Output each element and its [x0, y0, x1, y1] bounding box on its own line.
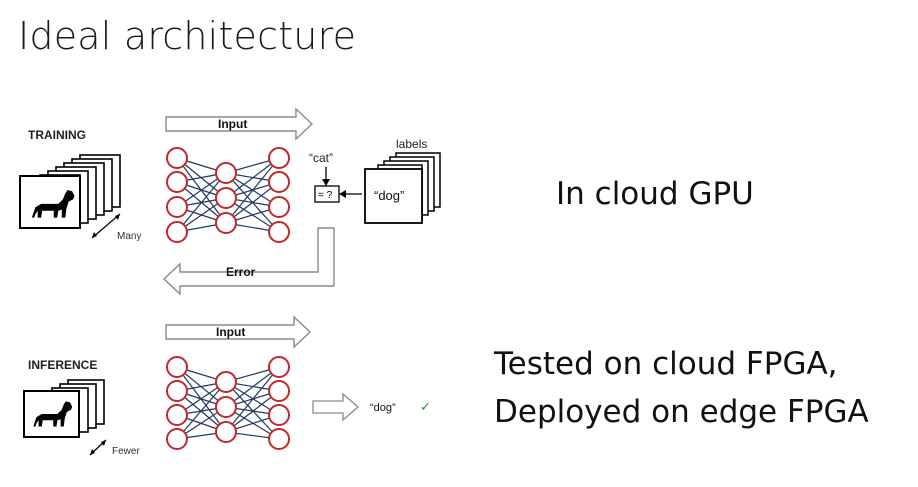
cloud-gpu-text: In cloud GPU	[556, 176, 754, 212]
network-edge	[225, 157, 280, 199]
check-mark-icon: ✓	[420, 399, 431, 414]
neuron-node	[166, 221, 188, 243]
network-edge	[225, 366, 280, 408]
labels-left-arrow	[339, 190, 362, 198]
neuron-node	[215, 396, 237, 418]
compare-label: = ?	[318, 190, 333, 201]
dog-label: “dog”	[374, 188, 404, 203]
neuron-node	[166, 356, 188, 378]
neuron-node	[166, 404, 188, 426]
many-label: Many	[117, 231, 141, 242]
neuron-node	[215, 162, 237, 184]
neuron-node	[268, 380, 290, 402]
error-label: Error	[226, 265, 256, 279]
neuron-node	[268, 221, 290, 243]
inference-image-stack	[23, 379, 105, 438]
neuron-node	[215, 371, 237, 393]
output-dog-label: “dog”	[370, 402, 396, 414]
neuron-node	[268, 196, 290, 218]
fewer-label: Fewer	[112, 446, 140, 457]
network-edge	[225, 157, 280, 224]
inference-input-label: Input	[216, 325, 245, 339]
deployed-on-edge-fpga-text: Deployed on edge FPGA	[494, 394, 869, 430]
neuron-node	[268, 428, 290, 450]
inference-input-arrow	[165, 315, 312, 349]
neuron-node	[268, 171, 290, 193]
inference-network	[166, 356, 290, 450]
neuron-node	[166, 147, 188, 169]
cat-label: “cat”	[309, 151, 333, 165]
network-edge	[176, 381, 227, 440]
training-heading: TRAINING	[28, 128, 86, 142]
neuron-node	[166, 428, 188, 450]
network-edge	[225, 390, 280, 433]
neuron-node	[215, 212, 237, 234]
neuron-node	[268, 404, 290, 426]
neuron-node	[215, 421, 237, 443]
neuron-node	[215, 187, 237, 209]
fewer-arrow	[89, 439, 107, 456]
inference-heading: INFERENCE	[28, 358, 97, 372]
network-edge	[225, 366, 280, 433]
training-input-label: Input	[218, 117, 247, 131]
cat-down-arrow	[322, 167, 330, 186]
neuron-node	[268, 356, 290, 378]
network-edge	[176, 172, 227, 233]
network-edge	[225, 181, 280, 224]
training-network	[166, 147, 290, 243]
labels-heading: labels	[396, 137, 427, 151]
tested-on-cloud-fpga-text: Tested on cloud FPGA,	[494, 346, 838, 382]
neuron-node	[166, 171, 188, 193]
training-image-stack	[19, 154, 121, 229]
neuron-node	[166, 380, 188, 402]
neuron-node	[268, 147, 290, 169]
output-arrow	[312, 392, 359, 422]
neuron-node	[166, 196, 188, 218]
page-title: Ideal architecture	[18, 14, 357, 58]
training-input-arrow	[165, 107, 314, 141]
labels-stack	[364, 152, 441, 224]
error-arrow	[162, 227, 335, 296]
many-arrow	[91, 213, 121, 239]
